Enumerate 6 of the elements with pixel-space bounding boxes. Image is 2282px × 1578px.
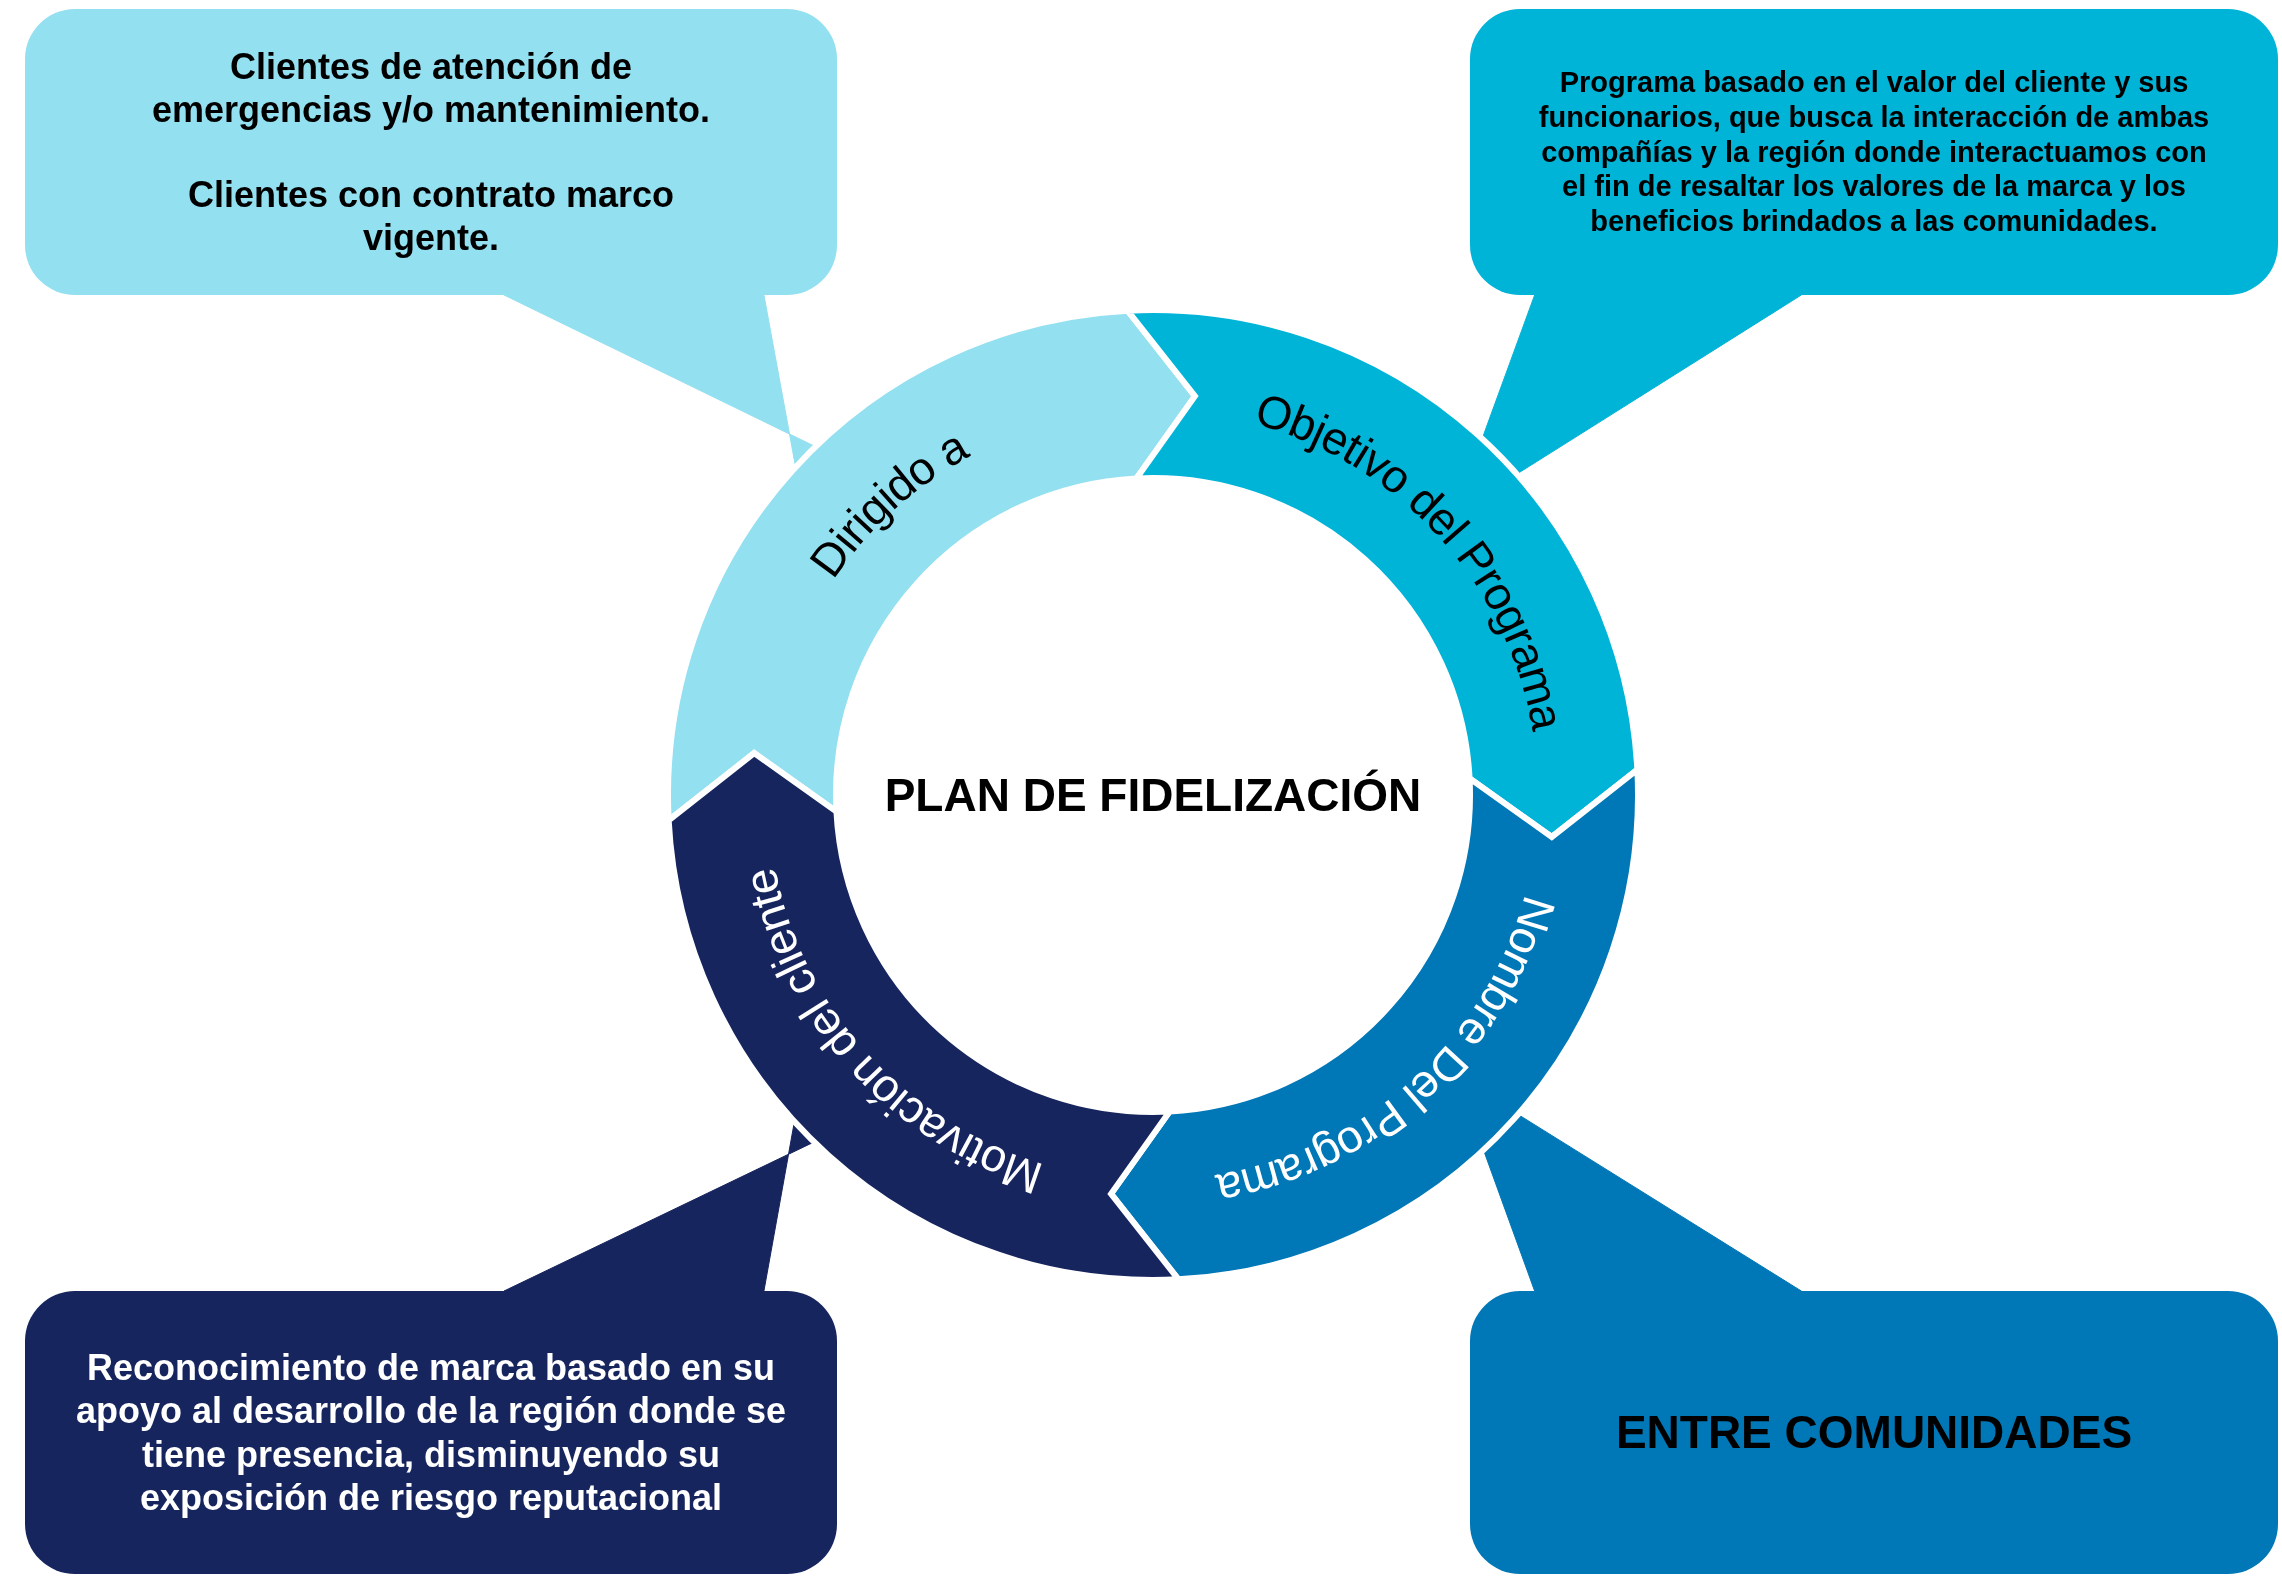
- callout-text: Clientes de atención de emergencias y/o mantenimiento.: [150, 44, 712, 131]
- center-title: PLAN DE FIDELIZACIÓN: [884, 768, 1422, 822]
- callout-text: Reconocimiento de marca basado en su apoyo al desarrollo de la región donde se tiene presencia, disminuyendo su exposición de riesgo reputacional: [74, 1346, 788, 1519]
- callout-text: ENTRE COMUNIDADES: [1615, 1404, 2133, 1460]
- callout-text: Clientes con contrato marco vigente.: [186, 173, 676, 260]
- callout-text: Programa basado en el valor del cliente y sus funcionarios, que busca la interacción de ambas compañías y la región donde interactuamos con el fin de resaltar los valores de la marca y los beneficios brindados a las comunidades.: [1537, 65, 2211, 239]
